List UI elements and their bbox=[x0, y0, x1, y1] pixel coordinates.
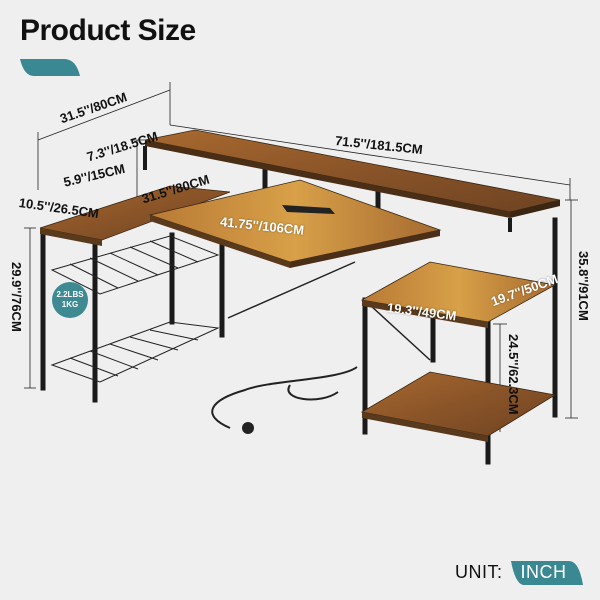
weight-capacity-badge: 2.2LBS 1KG bbox=[52, 282, 88, 318]
dim-total-height: 35.8''/91CM bbox=[576, 251, 591, 321]
unit-value: INCH bbox=[520, 562, 567, 582]
badge-weight-lbs: 2.2LBS bbox=[56, 290, 84, 299]
badge-weight-kg: 1KG bbox=[61, 300, 79, 309]
unit-label: UNIT: bbox=[455, 562, 503, 582]
unit-indicator: UNIT: INCH bbox=[455, 561, 583, 585]
dim-desk-height: 29.9''/76CM bbox=[9, 262, 24, 332]
dim-shelf-height: 24.5''/62.3CM bbox=[506, 334, 521, 415]
page-title: Product Size bbox=[20, 14, 196, 47]
unit-value-pill: INCH bbox=[510, 561, 583, 585]
title-accent-swoosh bbox=[20, 59, 80, 76]
